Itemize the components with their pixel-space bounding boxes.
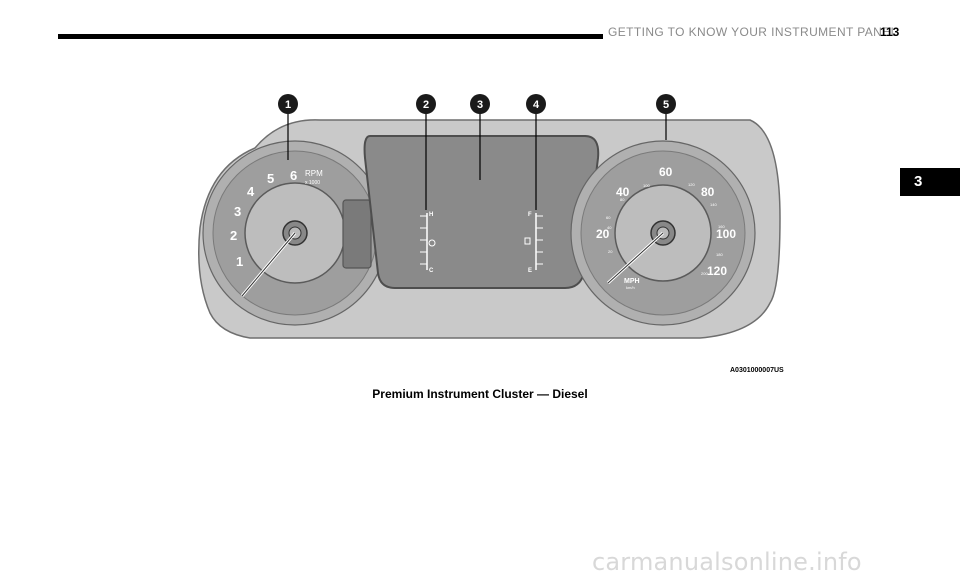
speed-mph-number: 80 bbox=[701, 185, 715, 199]
svg-text:5: 5 bbox=[663, 99, 669, 111]
temp-cold-label: C bbox=[429, 268, 434, 274]
tach-number: 5 bbox=[267, 171, 274, 186]
svg-text:3: 3 bbox=[477, 99, 483, 111]
tach-number: 4 bbox=[247, 184, 255, 199]
temperature-gauge: H C bbox=[420, 212, 436, 274]
fuel-empty-label: E bbox=[528, 268, 532, 274]
watermark: carmanualsonline.info bbox=[592, 548, 862, 576]
speed-mph-unit: MPH bbox=[624, 278, 640, 285]
center-display bbox=[363, 135, 600, 289]
page-number: 113 bbox=[880, 25, 900, 39]
figure-caption: Premium Instrument Cluster — Diesel bbox=[372, 387, 588, 401]
speed-kmh-number: 160 bbox=[718, 224, 725, 229]
svg-text:2: 2 bbox=[423, 99, 429, 111]
tach-number: 6 bbox=[290, 168, 297, 183]
fuel-full-label: F bbox=[528, 212, 532, 218]
speedometer: 20 40 60 80 100 120 20 40 60 80 100 120 … bbox=[570, 140, 756, 326]
speed-mph-number: 120 bbox=[707, 264, 727, 278]
speed-mph-number: 100 bbox=[716, 227, 736, 241]
callout-2: 2 bbox=[416, 94, 436, 210]
speed-kmh-unit: km/h bbox=[626, 285, 635, 290]
callout-3: 3 bbox=[470, 94, 490, 180]
fuel-pump-icon bbox=[524, 237, 531, 245]
speed-kmh-number: 60 bbox=[606, 215, 611, 220]
tach-unit-label: RPM bbox=[305, 169, 323, 178]
speed-kmh-number: 20 bbox=[608, 249, 613, 254]
speed-kmh-number: 80 bbox=[620, 197, 625, 202]
speed-kmh-number: 200 bbox=[701, 271, 708, 276]
running-header-title: GETTING TO KNOW YOUR INSTRUMENT PANEL bbox=[608, 25, 898, 39]
tachometer: 1 2 3 4 5 6 RPM x 1000 bbox=[202, 140, 388, 326]
svg-text:1: 1 bbox=[285, 99, 291, 111]
fuel-gauge: F E bbox=[524, 212, 543, 274]
tach-number: 1 bbox=[236, 254, 243, 269]
instrument-cluster-illustration: 1 2 3 4 5 6 RPM x 1000 H C bbox=[198, 94, 784, 374]
speed-kmh-number: 40 bbox=[607, 225, 612, 230]
callout-1: 1 bbox=[278, 94, 298, 160]
callout-5: 5 bbox=[656, 94, 676, 140]
figure-image-code: A0301000007US bbox=[730, 367, 784, 374]
speed-kmh-number: 180 bbox=[716, 252, 723, 257]
speed-kmh-number: 120 bbox=[688, 182, 695, 187]
speed-kmh-number: 140 bbox=[710, 202, 717, 207]
chapter-tab: 3 bbox=[900, 168, 960, 196]
tach-number: 2 bbox=[230, 228, 237, 243]
speed-kmh-number: 100 bbox=[643, 183, 650, 188]
callout-4: 4 bbox=[526, 94, 546, 210]
speed-mph-number: 60 bbox=[659, 165, 673, 179]
svg-text:4: 4 bbox=[533, 99, 540, 111]
speed-mph-number: 40 bbox=[616, 185, 630, 199]
speed-mph-number: 20 bbox=[596, 227, 610, 241]
tach-number: 3 bbox=[234, 204, 241, 219]
tach-multiplier-label: x 1000 bbox=[305, 180, 320, 186]
header-rule bbox=[58, 34, 603, 39]
temp-hot-label: H bbox=[429, 212, 433, 218]
instrument-cluster-figure: 1 2 3 4 5 6 RPM x 1000 H C bbox=[180, 88, 800, 378]
coolant-icon bbox=[428, 239, 436, 247]
tach-side-display bbox=[342, 199, 372, 269]
